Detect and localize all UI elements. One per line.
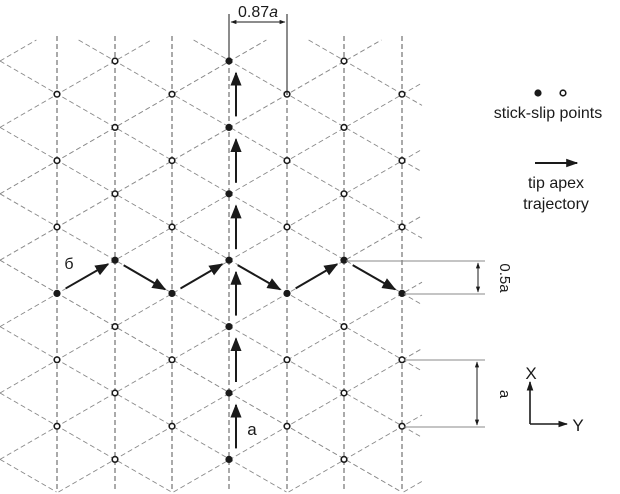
diagonal-lattice-line	[0, 259, 402, 493]
stick-slip-point-filled	[225, 190, 233, 198]
stick-slip-point-open	[111, 389, 119, 397]
stick-slip-point-filled	[225, 123, 233, 131]
filled-point-icon	[534, 89, 542, 97]
stick-slip-point-filled	[340, 256, 348, 264]
stick-slip-point-open	[283, 356, 291, 364]
period-label: a	[496, 390, 513, 399]
stick-slip-point-open	[53, 223, 61, 231]
stick-slip-point-open	[168, 223, 176, 231]
stick-slip-point-filled	[398, 289, 406, 297]
diagonal-lattice-line	[0, 82, 423, 327]
lattice-grid	[0, 36, 423, 493]
stick-slip-point-open	[340, 123, 348, 131]
axes-indicator: X Y	[525, 364, 583, 435]
half-period-dimension: 0.5a	[346, 260, 513, 295]
stick-slip-point-filled	[168, 289, 176, 297]
legend-trajectory-line1: tip apex	[528, 175, 584, 192]
diagonal-lattice-line	[0, 392, 172, 493]
diagonal-lattice-line	[0, 193, 423, 438]
stick-slip-point-open	[398, 356, 406, 364]
legend-points-label: stick-slip points	[494, 105, 602, 122]
legend-trajectory-line2: trajectory	[523, 196, 589, 213]
stick-slip-point-open	[168, 356, 176, 364]
diagonal-lattice-line	[173, 348, 423, 493]
stick-slip-point-open	[53, 90, 61, 98]
trajectory-b-arrow	[295, 263, 339, 290]
stick-slip-point-open	[111, 123, 119, 131]
legend: stick-slip points tip apex trajectory	[494, 89, 602, 213]
stick-slip-point-open	[398, 157, 406, 165]
trajectory-b-arrow	[65, 263, 110, 290]
diagonal-lattice-line	[0, 326, 287, 493]
trajectory-b-arrow	[352, 264, 397, 291]
half-period-label: 0.5a	[496, 263, 513, 293]
stick-slip-point-filled	[111, 256, 119, 264]
y-axis-label: Y	[572, 416, 583, 435]
diagonal-lattice-line	[78, 39, 423, 239]
stick-slip-point-open	[283, 422, 291, 430]
x-axis-label: X	[525, 364, 536, 383]
stick-slip-point-open	[111, 455, 119, 464]
stick-slip-point-open	[53, 422, 61, 430]
diagonal-lattice-line	[0, 60, 423, 305]
diagonal-lattice-line	[0, 215, 423, 460]
stick-slip-point-open	[398, 223, 406, 231]
open-point-icon	[559, 89, 567, 97]
diagonal-lattice-line	[0, 39, 37, 62]
stick-slip-point-open	[340, 190, 348, 198]
lattice-points	[53, 57, 406, 464]
trajectory-b-arrow	[123, 264, 167, 291]
stick-slip-point-open	[168, 157, 176, 165]
stick-slip-point-open	[283, 157, 291, 165]
stick-slip-point-filled	[225, 389, 233, 397]
diagonal-lattice-line	[0, 39, 382, 261]
stick-slip-point-open	[53, 356, 61, 364]
stick-slip-point-filled	[225, 256, 233, 264]
stick-slip-point-open	[111, 57, 119, 65]
stick-slip-point-open	[168, 90, 176, 98]
stick-slip-point-open	[398, 90, 406, 98]
diagonal-lattice-line	[0, 459, 57, 493]
period-dimension: a	[404, 359, 513, 428]
stick-slip-point-filled	[53, 289, 61, 297]
stick-slip-point-open	[283, 223, 291, 231]
stick-slip-point-filled	[283, 289, 291, 297]
diagonal-lattice-line	[308, 39, 423, 106]
diagonal-lattice-line	[0, 127, 423, 372]
diagonal-lattice-line	[0, 39, 267, 195]
trajectories	[65, 71, 397, 449]
stick-slip-point-open	[340, 57, 348, 65]
trajectory-b-arrow	[237, 264, 282, 291]
diagonal-lattice-line	[58, 281, 423, 493]
spacing-label: 0.87a	[238, 4, 278, 21]
stick-slip-point-open	[53, 157, 61, 165]
diagonal-lattice-line	[0, 39, 152, 128]
trajectory-b-arrow	[180, 263, 224, 290]
stick-slip-point-open	[340, 389, 348, 397]
stick-slip-point-open	[340, 455, 348, 464]
path-a-label: a	[247, 420, 257, 439]
diagonal-lattice-line	[403, 481, 423, 493]
spacing-dimension: 0.87a	[228, 4, 288, 95]
stick-slip-point-open	[111, 190, 119, 198]
stick-slip-point-filled	[225, 455, 233, 463]
stick-slip-point-open	[111, 323, 119, 331]
stick-slip-point-open	[168, 422, 176, 430]
path-b-label: б	[64, 256, 73, 273]
stick-slip-point-open	[398, 422, 406, 430]
stick-slip-point-open	[340, 323, 348, 331]
stick-slip-point-filled	[225, 323, 233, 331]
